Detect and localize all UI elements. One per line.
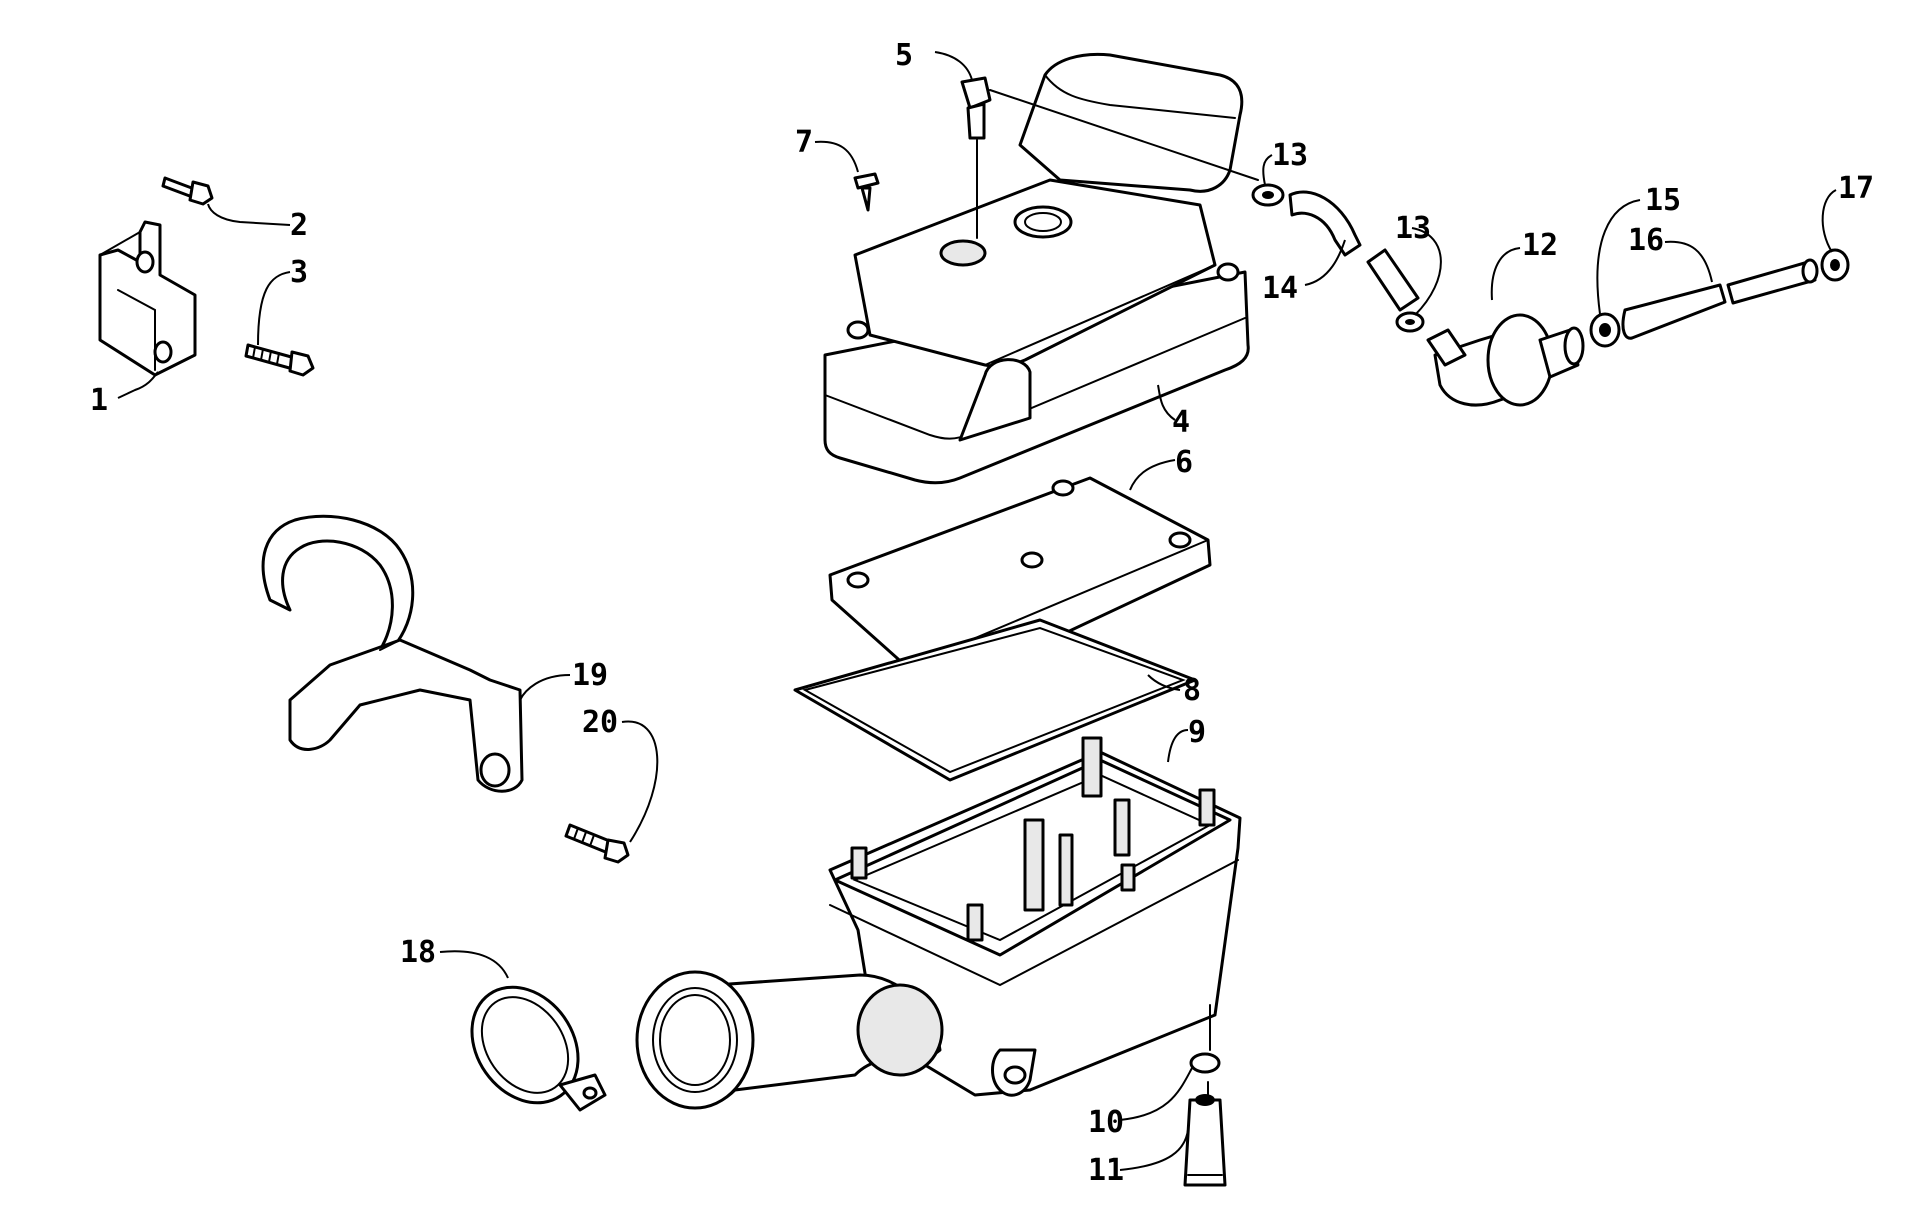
part-1-bracket <box>98 220 197 377</box>
callout-20: 20 <box>582 705 618 740</box>
callout-17: 17 <box>1838 171 1874 206</box>
callout-7: 7 <box>795 125 813 160</box>
part-9-air-box-base <box>828 736 1242 1097</box>
part-16-vent-hose <box>1621 258 1819 340</box>
callout-18: 18 <box>400 935 436 970</box>
part-3-bolt <box>244 343 315 377</box>
intake-elbow <box>635 970 944 1110</box>
part-5-fitting <box>960 76 1259 239</box>
callout-15: 15 <box>1645 183 1681 218</box>
part-15-clamp <box>1589 312 1621 348</box>
callout-19: 19 <box>572 658 608 693</box>
callout-2: 2 <box>290 208 308 243</box>
part-13-clamp-upper <box>1251 183 1285 207</box>
callout-12: 12 <box>1522 228 1558 263</box>
callout-6: 6 <box>1175 445 1193 480</box>
callout-8: 8 <box>1183 673 1201 708</box>
callout-16: 16 <box>1628 223 1664 258</box>
part-7-screw <box>853 172 880 212</box>
part-12-elbow-connector <box>1426 313 1585 407</box>
leader-lines <box>117 51 1837 1171</box>
part-8-gasket <box>793 618 1197 782</box>
callout-4: 4 <box>1172 405 1190 440</box>
part-18-hose-clamp <box>470 985 607 1112</box>
callout-5: 5 <box>895 38 913 73</box>
part-20-bolt <box>564 823 630 864</box>
part-2-bolt <box>161 176 214 206</box>
callout-13-upper: 13 <box>1272 138 1308 173</box>
callout-9: 9 <box>1188 715 1206 750</box>
callout-labels: 1 2 3 4 5 6 7 8 9 10 11 12 13 13 14 15 1… <box>90 38 1874 1188</box>
part-17-clamp <box>1820 248 1850 282</box>
callout-10: 10 <box>1088 1105 1124 1140</box>
part-14-hose <box>1288 190 1420 312</box>
part-4-air-box-cover <box>823 52 1250 485</box>
part-19-strap-bracket <box>261 514 524 793</box>
callout-1: 1 <box>90 383 108 418</box>
callout-14: 14 <box>1262 271 1298 306</box>
part-10-clip <box>1189 1004 1221 1074</box>
callout-11: 11 <box>1088 1153 1124 1188</box>
part-13-clamp-lower <box>1395 311 1425 333</box>
callout-13-lower: 13 <box>1395 211 1431 246</box>
callout-3: 3 <box>290 255 308 290</box>
part-11-drain-tube <box>1183 1081 1227 1187</box>
